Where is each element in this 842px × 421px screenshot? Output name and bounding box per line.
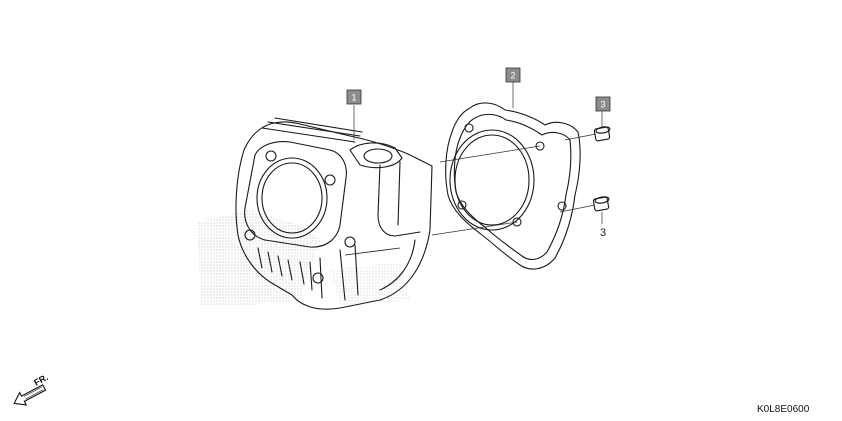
watermark-shading (198, 210, 410, 305)
callout-3-top[interactable]: 3 (595, 96, 611, 112)
diagram-code: K0L8E0600 (757, 404, 810, 415)
dowel-pin-bottom[interactable] (592, 196, 610, 212)
callout-3-bottom[interactable]: 3 (600, 227, 606, 239)
front-direction-label: FR. (32, 372, 49, 388)
callout-3-bottom-label: 3 (600, 227, 606, 239)
callout-2-label: 2 (510, 71, 515, 81)
cylinder-part[interactable] (235, 117, 433, 310)
gasket-part[interactable] (445, 102, 581, 270)
front-arrow-icon (13, 384, 47, 406)
front-direction-indicator: FR. (13, 372, 50, 406)
dowel-pin-top[interactable] (593, 126, 611, 142)
callout-1[interactable]: 1 (346, 89, 362, 105)
callout-2[interactable]: 2 (505, 67, 521, 83)
callout-3-top-label: 3 (600, 100, 605, 110)
leader-lines (353, 82, 603, 236)
callout-1-label: 1 (351, 93, 356, 103)
